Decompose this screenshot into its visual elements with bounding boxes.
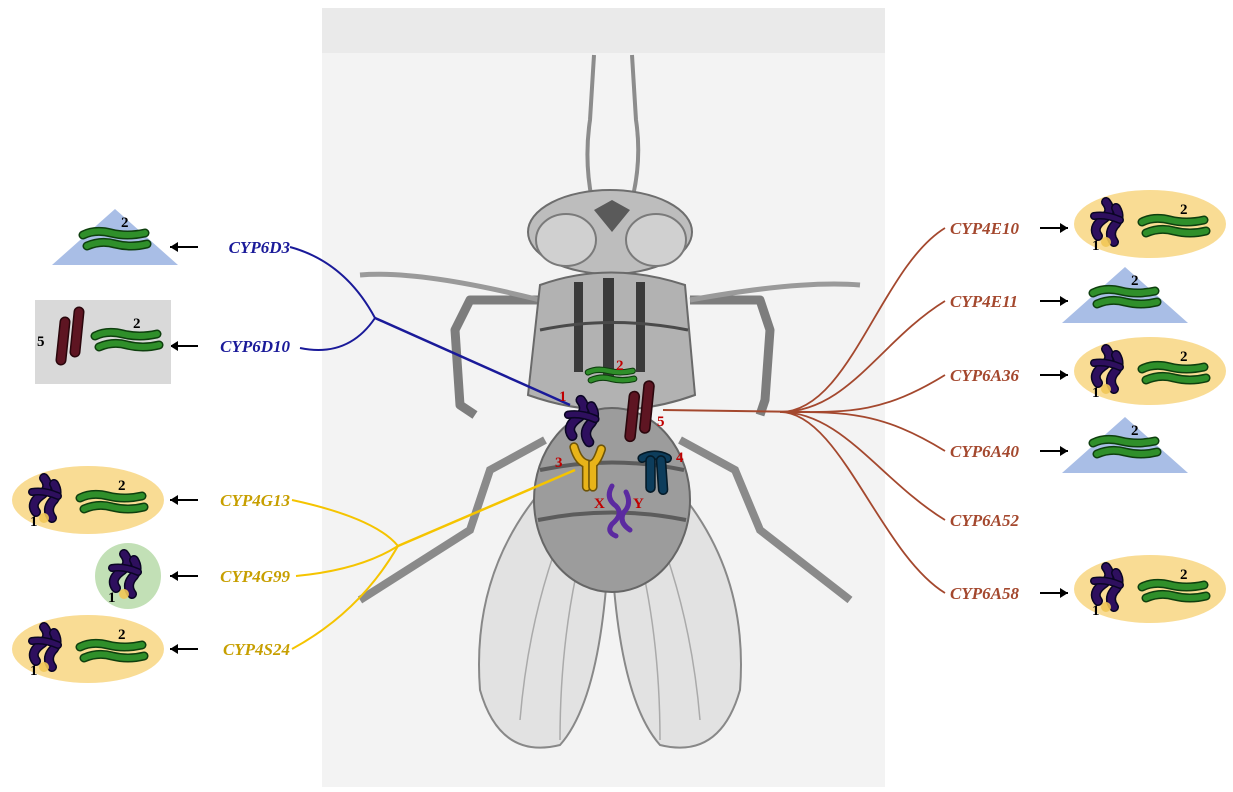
gene-row: CYP6D3 2: [52, 209, 290, 265]
chromosome-badge-ellipse: 12: [1074, 555, 1226, 623]
badge-chromosome-label-2: 2: [121, 215, 129, 231]
chromosome-badge-ellipse: 12: [12, 466, 164, 534]
badge-chromosome-label-1: 1: [1092, 238, 1100, 254]
centromere-dot: [1101, 237, 1111, 247]
fly-illustration: [322, 8, 885, 787]
badge-chromosome-label-5: 5: [37, 334, 45, 350]
chromosome-badge-ellipse: 12: [1074, 190, 1226, 258]
chromosome-badge-triangle: 2: [1062, 417, 1188, 473]
gene-label: CYP6A40: [950, 442, 1019, 461]
badge-chromosome-label-2: 2: [1131, 423, 1139, 439]
gene-label: CYP4E10: [950, 219, 1019, 238]
arrow-head-icon: [170, 242, 178, 252]
gene-row: CYP4G99 1: [95, 543, 290, 609]
badge-chromosome-label-2: 2: [1180, 567, 1188, 583]
gene-label: CYP4E11: [950, 292, 1018, 311]
chromosome-badge-triangle: 2: [52, 209, 178, 265]
gene-row: CYP4E11 2: [950, 267, 1188, 323]
arrow-head-icon: [1060, 588, 1068, 598]
arrow-head-icon: [170, 341, 178, 351]
chromosome-badge-ellipse: 12: [1074, 337, 1226, 405]
gene-label: CYP6D10: [220, 337, 290, 356]
badge-chromosome-label-1: 1: [108, 590, 116, 606]
centromere-dot: [39, 513, 49, 523]
arrow-head-icon: [1060, 370, 1068, 380]
gene-label: CYP6D3: [229, 238, 291, 257]
badge-chromosome-label-1: 1: [30, 663, 38, 679]
fly-label-x: X: [594, 496, 605, 512]
gene-row: CYP6A52: [950, 511, 1019, 530]
arrow-head-icon: [1060, 296, 1068, 306]
badge-chromosome-label-2: 2: [1180, 202, 1188, 218]
arrow-head-icon: [170, 571, 178, 581]
chromosome-badge-triangle: 2: [1062, 267, 1188, 323]
gene-label: CYP4G13: [220, 491, 290, 510]
arrow-head-icon: [170, 495, 178, 505]
centromere-dot: [119, 589, 129, 599]
chromosome-badge-circle: 1: [95, 543, 161, 609]
fly-chromosome-4: [642, 455, 667, 490]
badge-chromosome-label-1: 1: [1092, 603, 1100, 619]
badge-chromosome-label-2: 2: [1180, 349, 1188, 365]
fly-label-5: 5: [657, 414, 665, 430]
arrow-head-icon: [170, 644, 178, 654]
fly-label-1: 1: [559, 389, 567, 405]
gene-label: CYP6A58: [950, 584, 1019, 603]
arrow-head-icon: [1060, 223, 1068, 233]
gene-label: CYP4S24: [223, 640, 290, 659]
badge-chromosome-label-2: 2: [1131, 273, 1139, 289]
badge-chromosome-label-2: 2: [118, 627, 126, 643]
fly-label-4: 4: [676, 450, 684, 466]
gene-row: CYP6A40 2: [950, 417, 1188, 473]
gene-label: CYP4G99: [220, 567, 290, 586]
badge-chromosome-label-2: 2: [118, 478, 126, 494]
badge-chromosome-label-1: 1: [30, 514, 38, 530]
arrow-head-icon: [1060, 446, 1068, 456]
centromere-dot: [1101, 384, 1111, 394]
centromere-dot: [39, 662, 49, 672]
centromere-dot: [1101, 602, 1111, 612]
gene-label: CYP6A36: [950, 366, 1019, 385]
badge-chromosome-label-2: 2: [133, 316, 141, 332]
chromosome-badge-rectangle: 52: [35, 300, 171, 384]
fly-label-2: 2: [616, 358, 624, 374]
badge-chromosome-label-1: 1: [1092, 385, 1100, 401]
fly-label-y: Y: [633, 496, 644, 512]
gene-label: CYP6A52: [950, 511, 1019, 530]
chromosome-badge-ellipse: 12: [12, 615, 164, 683]
fly-label-3: 3: [555, 455, 563, 471]
